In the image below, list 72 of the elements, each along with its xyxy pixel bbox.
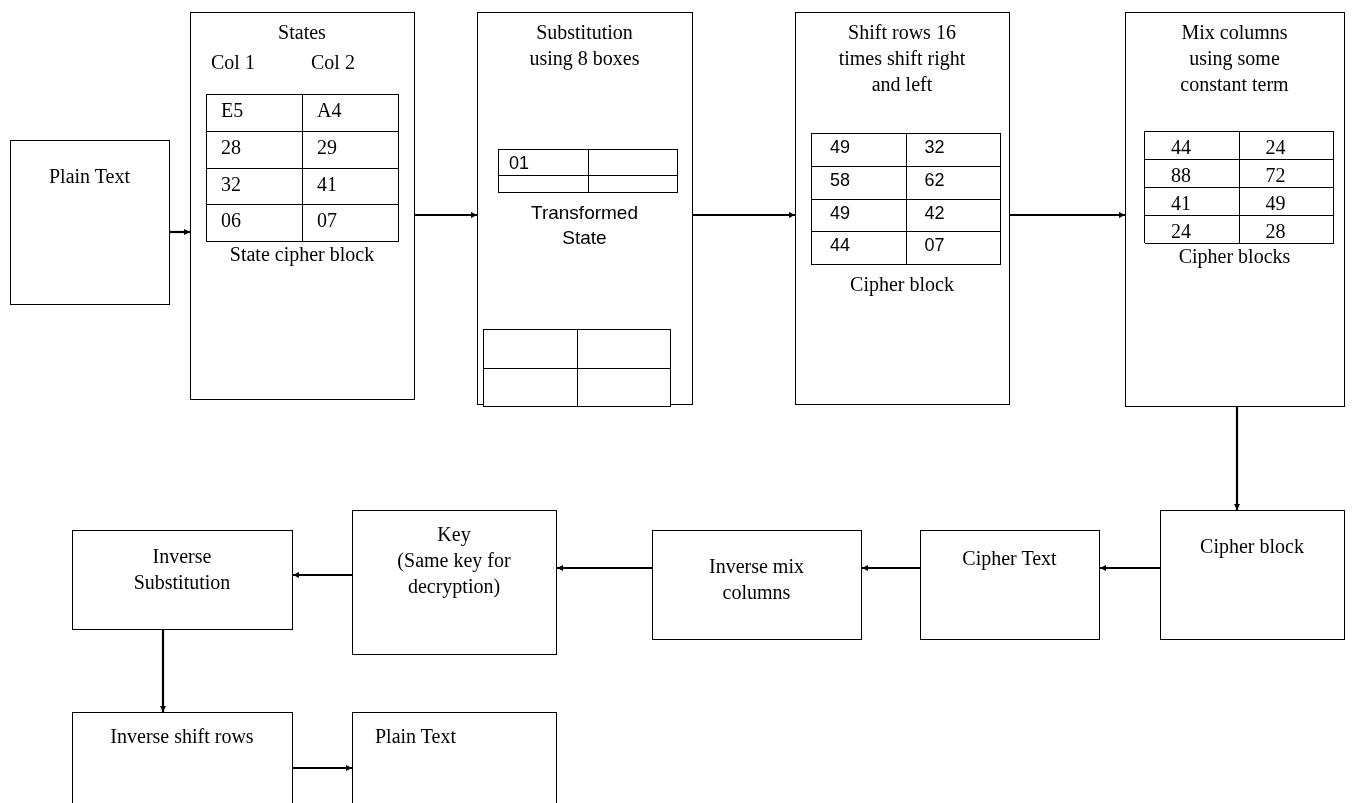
arrow (1234, 407, 1240, 510)
table-cell: 07 (906, 232, 1001, 265)
table-cell: 07 (303, 205, 399, 242)
box-label: Col 1 (211, 50, 256, 75)
process-box (10, 140, 170, 305)
box-label: Plain Text (375, 724, 457, 749)
table-cell: 01 (499, 150, 589, 176)
process-box (652, 530, 862, 640)
arrow (160, 630, 166, 712)
box-label: Col 2 (311, 50, 356, 75)
box-label: States (277, 20, 327, 45)
table-cell: 58 (812, 166, 907, 200)
arrow (293, 572, 352, 578)
data-table (811, 133, 1001, 265)
table-cell: 62 (906, 166, 1001, 200)
table-cell: E5 (207, 95, 303, 132)
arrow (693, 212, 795, 218)
arrow (170, 229, 190, 235)
box-label: Cipher block (849, 272, 955, 297)
process-box (795, 12, 1010, 405)
arrow (557, 565, 652, 571)
arrow (1100, 565, 1160, 571)
table-cell: 41 (1145, 188, 1240, 216)
table-cell: 41 (303, 168, 399, 206)
box-label: Key (436, 522, 472, 547)
table-cell: 28 (1239, 216, 1334, 244)
box-label: State cipher block (228, 242, 376, 267)
box-label: Inverse Substitution (132, 544, 232, 595)
table-cell: 49 (1239, 188, 1334, 216)
arrow (862, 565, 920, 571)
box-label: Shift rows 16 times shift right and left (837, 20, 967, 97)
box-label: Transformed State (530, 201, 639, 250)
arrow (293, 765, 352, 771)
box-label: Cipher blocks (1177, 244, 1292, 269)
box-label: (Same key for decryption) (396, 548, 512, 599)
process-box (1160, 510, 1345, 640)
table-cell: 44 (812, 232, 907, 265)
process-box (72, 530, 293, 630)
data-table (483, 329, 671, 407)
process-box (190, 12, 415, 400)
box-label: Plain Text (48, 164, 131, 189)
data-table (498, 149, 678, 193)
table-cell: 49 (812, 199, 907, 233)
box-label: Inverse shift rows (109, 724, 255, 749)
box-label: Mix columns using some constant term (1179, 20, 1290, 97)
process-box (477, 12, 693, 405)
table-cell: 32 (906, 134, 1001, 167)
process-box (72, 712, 293, 803)
table-cell: 72 (1239, 160, 1334, 188)
box-label: Substitution using 8 boxes (528, 20, 641, 71)
arrow (1010, 212, 1125, 218)
box-label: Cipher Text (961, 546, 1058, 571)
table-cell: 29 (303, 131, 399, 169)
table-cell: 06 (207, 205, 303, 242)
process-box (352, 712, 557, 803)
table-cell: 49 (812, 134, 907, 167)
data-table (206, 94, 399, 242)
table-cell: 24 (1239, 132, 1334, 160)
table-cell: 44 (1145, 132, 1240, 160)
table-cell: 88 (1145, 160, 1240, 188)
table-cell: 42 (906, 199, 1001, 233)
table-cell: 28 (207, 131, 303, 169)
process-box (352, 510, 557, 655)
table-cell: A4 (303, 95, 399, 132)
box-label: Cipher block (1199, 534, 1305, 559)
table-cell: 32 (207, 168, 303, 206)
arrow (415, 212, 477, 218)
table-cell: 24 (1145, 216, 1240, 244)
data-table (1144, 131, 1334, 243)
box-label: Inverse mix columns (708, 554, 805, 605)
process-box (1125, 12, 1345, 407)
process-box (920, 530, 1100, 640)
